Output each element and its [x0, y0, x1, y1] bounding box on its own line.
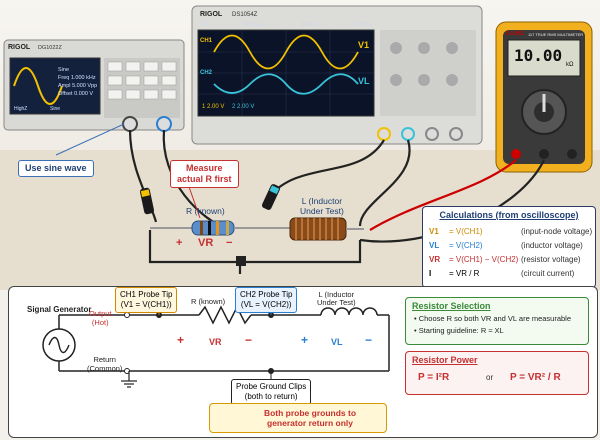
- calc-row-v1: V1 = V(CH1) (input-node voltage): [429, 227, 593, 236]
- power-eq-1: P = I²R: [418, 372, 450, 383]
- generator-softkey-1: HighZ: [14, 106, 28, 112]
- scope-ch1-label: CH1: [200, 38, 213, 44]
- generator-sine-trace: [13, 67, 63, 105]
- scope-v1-trace-label: V1: [358, 40, 370, 50]
- power-eq-2: P = VR² / R: [510, 372, 561, 383]
- r-known-label: R (known): [186, 206, 225, 216]
- resistor-selection-title: Resistor Selection: [412, 301, 491, 311]
- resistor-power-title: Resistor Power: [412, 355, 478, 365]
- ch1-probe-tip-box: CH1 Probe Tip(V1 = V(CH1)): [115, 287, 178, 313]
- scope-ch2-bnc: [401, 127, 415, 141]
- selection-line-1: • Choose R so both VR and VL are measura…: [414, 314, 572, 323]
- scope-model: DS1054Z: [232, 12, 258, 18]
- vr-plus-sign: +: [176, 237, 183, 249]
- output-hot-label: Output(Hot): [89, 309, 112, 327]
- circuit-schematic: Signal Generator Output(Hot) Return(Comm…: [8, 286, 598, 438]
- schematic-vr-label: VR: [209, 337, 222, 347]
- return-common-label: Return(Common): [87, 355, 123, 373]
- generator-sync-bnc: [156, 116, 172, 132]
- oscilloscope: [191, 5, 483, 145]
- scope-ch2-label: CH2: [200, 70, 213, 76]
- schematic-vl-label: VL: [331, 337, 343, 347]
- calc-row-vl: VL = V(CH2) (inductor voltage): [429, 241, 583, 250]
- scope-ch2-scale: 2 2.00 V: [232, 104, 255, 110]
- generator-softkey-2: Sine: [50, 106, 61, 112]
- inductor-component: [289, 217, 364, 241]
- power-or: or: [486, 373, 494, 382]
- meter-reading: 10.00: [514, 46, 563, 65]
- scope-ch1-bnc: [377, 127, 391, 141]
- meter-model: 117 TRUE RMS MULTIMETER: [528, 32, 584, 37]
- ch1-trace: [213, 34, 359, 70]
- resistor-selection-panel: Resistor Selection • Choose R so both VR…: [405, 297, 589, 345]
- generator-output-bnc: [122, 116, 138, 132]
- meter-brand: FLUKE: [506, 31, 525, 37]
- multimeter: [495, 21, 593, 173]
- calculations-panel: Calculations (from oscilloscope) V1 = V(…: [422, 206, 596, 288]
- calc-row-i: I = VR / R (circuit current): [429, 269, 575, 278]
- resistor-component: [150, 220, 290, 236]
- ch2-trace: [213, 73, 359, 95]
- generator-brand: RIGOL: [8, 44, 31, 51]
- schematic-wiring: [42, 301, 390, 424]
- function-generator: [3, 39, 185, 132]
- calculations-title: Calculations (from oscilloscope): [439, 210, 579, 220]
- probe-ground-clips-box: Probe Ground Clips(both to return): [231, 379, 312, 405]
- scope-ch1-scale: 1 2.00 V: [202, 104, 225, 110]
- ground-clip-junction: [236, 256, 246, 266]
- schematic-resistor: [198, 305, 252, 325]
- schematic-vl-plus: +: [301, 333, 309, 347]
- ch2-probe: [261, 184, 281, 210]
- schematic-r-label: R (known): [191, 297, 226, 306]
- schematic-vr-minus: −: [245, 333, 253, 347]
- meter-unit: kΩ: [566, 62, 574, 68]
- sine-callout: Use sine wave: [18, 160, 94, 177]
- ch2-probe-tip-box: CH2 Probe Tip(VL = V(CH2)): [235, 287, 298, 313]
- signal-generator-label: Signal Generator: [27, 305, 92, 314]
- ch1-probe: [139, 187, 155, 215]
- schematic-vl-minus: −: [365, 333, 373, 347]
- schematic-inductor: [320, 307, 378, 316]
- schematic-vr-plus: +: [177, 333, 185, 347]
- scope-brand: RIGOL: [200, 11, 223, 18]
- calc-row-vr: VR = V(CH1) − V(CH2) (resistor voltage): [429, 255, 581, 264]
- generator-model: DG1022Z: [38, 45, 62, 51]
- resistor-power-panel: Resistor Power P = I²R or P = VR² / R: [405, 351, 589, 395]
- vr-label: VR: [198, 237, 214, 249]
- selection-line-2: • Starting guideline: R ≈ XL: [414, 326, 504, 335]
- scope-vl-trace-label: VL: [358, 76, 370, 86]
- generator-screen-readout: Sine Freq 1.000 kHz Ampl 5.000 Vpp Offse…: [58, 67, 98, 97]
- vr-minus-sign: −: [226, 237, 233, 249]
